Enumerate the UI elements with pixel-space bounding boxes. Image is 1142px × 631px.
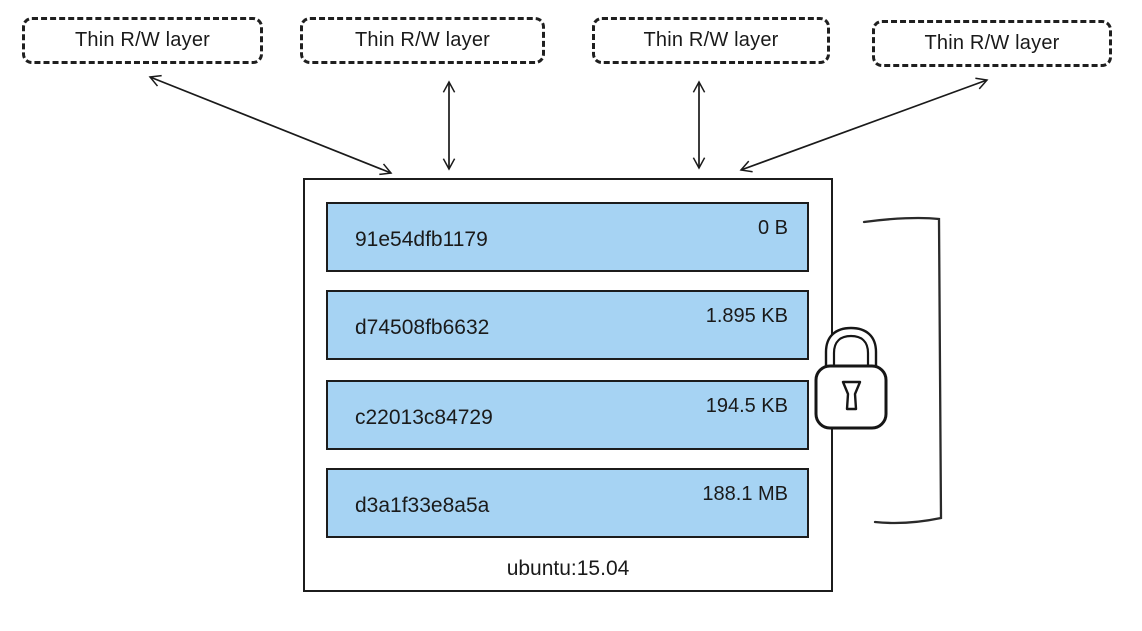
layer-size: 188.1 MB xyxy=(702,482,788,505)
thin-rw-layer-box-3: Thin R/W layer xyxy=(592,17,830,64)
thin-rw-layer-label: Thin R/W layer xyxy=(643,29,779,51)
thin-rw-layer-box-1: Thin R/W layer xyxy=(22,17,263,64)
image-name-label: ubuntu:15.04 xyxy=(506,557,630,580)
thin-rw-layer-box-4: Thin R/W layer xyxy=(872,20,1112,67)
layer-id: d74508fb6632 xyxy=(355,316,490,339)
layer-size: 0 B xyxy=(757,216,788,239)
thin-rw-layer-label: Thin R/W layer xyxy=(354,29,491,51)
read-only-bracket xyxy=(862,216,943,525)
thin-rw-layer-label: Thin R/W layer xyxy=(924,32,1060,54)
image-layer-row-2: d74508fb6632 1.895 KB xyxy=(326,290,809,360)
layer-id: d3a1f33e8a5a xyxy=(355,494,490,517)
thin-rw-layer-box-2: Thin R/W layer xyxy=(300,17,545,64)
layer-size: 1.895 KB xyxy=(705,304,788,327)
image-layer-row-3: c22013c84729 194.5 KB xyxy=(326,380,809,450)
layer-size: 194.5 KB xyxy=(705,394,788,417)
layer-id: c22013c84729 xyxy=(355,406,493,429)
image-layer-row-4: d3a1f33e8a5a 188.1 MB xyxy=(326,468,809,538)
layer-id: 91e54dfb1179 xyxy=(355,228,488,251)
arrow-thin-layer-4 xyxy=(739,77,989,173)
image-layer-row-1: 91e54dfb1179 0 B xyxy=(326,202,809,272)
arrow-thin-layer-1 xyxy=(148,74,393,176)
image-container-box: 91e54dfb1179 0 B d74508fb6632 1.895 KB c… xyxy=(303,178,833,592)
thin-rw-layer-label: Thin R/W layer xyxy=(74,29,211,51)
